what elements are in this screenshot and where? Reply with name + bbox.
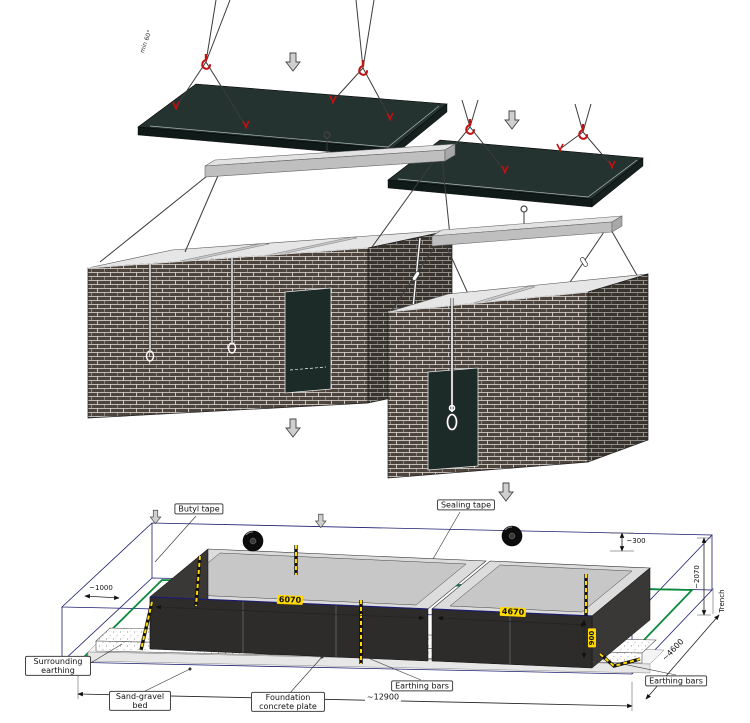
spreader-beam-right — [391, 205, 643, 311]
earthing-bars-label-center: Earthing bars — [391, 680, 453, 692]
trench-label: Trench — [717, 589, 726, 613]
dimension-trench-depth: ~2070 — [692, 565, 701, 589]
sealing-tape-label: Sealing tape — [436, 499, 496, 511]
dimension-module2-length: 4670 — [499, 606, 527, 618]
sand-gravel-bed-label: Sand-gravel bed — [109, 690, 171, 712]
sling-in-door — [446, 298, 458, 431]
down-arrow-icon — [504, 110, 520, 130]
dimension-overall-length: ~12900 — [364, 692, 402, 702]
butyl-tape-label: Butyl tape — [174, 503, 224, 515]
tape-roll-icon — [501, 525, 523, 547]
dimension-rim-offset: ~300 — [626, 536, 646, 545]
foundation-concrete-plate-label: Foundation concrete plate — [251, 691, 325, 713]
building-module-right — [387, 273, 649, 479]
surrounding-earthing-label: Surrounding earthing — [25, 655, 91, 677]
crane-slings-left-roof — [175, 0, 391, 127]
down-arrow-icon — [285, 52, 301, 72]
down-arrow-icon — [285, 418, 301, 438]
down-arrow-icon — [315, 513, 327, 529]
door-opening — [427, 367, 479, 471]
door-opening — [284, 287, 332, 394]
dimension-module1-length: 6070 — [276, 594, 304, 606]
down-arrow-icon — [498, 482, 514, 502]
dimension-wall-height: 900 — [587, 628, 597, 648]
earthing-bars-label-right: Earthing bars — [645, 675, 707, 687]
leader-lines — [88, 511, 677, 695]
down-arrow-icon — [149, 509, 162, 525]
spreader-beam-left — [99, 131, 456, 263]
roof-panel-left — [137, 83, 448, 158]
dimension-side-clearance: ~1000 — [89, 583, 113, 592]
tape-roll-icon — [242, 530, 264, 552]
